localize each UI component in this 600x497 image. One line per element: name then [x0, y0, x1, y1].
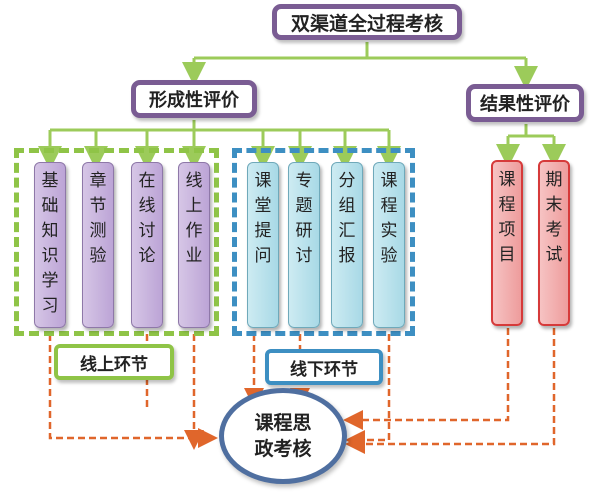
char: 验 [89, 246, 107, 266]
char: 基 [41, 171, 59, 191]
char: 论 [138, 246, 156, 266]
char: 识 [41, 246, 59, 266]
offline-item-class-questions: 课 堂 提 问 [247, 162, 279, 328]
char: 上 [185, 196, 203, 216]
char: 目 [498, 245, 516, 265]
char: 习 [41, 296, 59, 316]
char: 汇 [338, 221, 356, 241]
offline-group-frame [232, 148, 415, 336]
char: 程 [498, 195, 516, 215]
top-title: 双渠道全过程考核 [290, 12, 443, 35]
char: 项 [498, 220, 516, 240]
online-item-discussion: 在 线 讨 论 [131, 162, 163, 328]
offline-item-seminar: 专 题 研 讨 [288, 162, 320, 328]
char: 程 [380, 196, 398, 216]
char: 提 [254, 221, 272, 241]
char: 讨 [295, 246, 313, 266]
formative-evaluation-box: 形成性评价 [131, 80, 257, 118]
summative-evaluation-box: 结果性评价 [466, 84, 584, 122]
char: 堂 [254, 196, 272, 216]
char: 报 [338, 246, 356, 266]
char: 章 [89, 171, 107, 191]
online-group-frame [14, 148, 219, 336]
char: 分 [338, 171, 356, 191]
char: 课 [380, 171, 398, 191]
char: 业 [185, 246, 203, 266]
char: 考 [545, 220, 563, 240]
char: 知 [41, 221, 59, 241]
char: 讨 [138, 221, 156, 241]
online-item-basic-knowledge: 基 础 知 识 学 习 [34, 162, 66, 328]
char: 学 [41, 271, 59, 291]
offline-phase-label-box: 线下环节 [265, 349, 383, 385]
char: 节 [89, 196, 107, 216]
char: 课 [498, 170, 516, 190]
final-line-1: 课程思 [254, 412, 312, 434]
online-phase-label: 线上环节 [80, 354, 148, 375]
offline-item-course-experiment: 课 程 实 验 [373, 162, 405, 328]
char: 研 [295, 221, 313, 241]
char: 在 [138, 171, 156, 191]
online-item-homework: 线 上 作 业 [178, 162, 210, 328]
char: 测 [89, 221, 107, 241]
formative-label: 形成性评价 [149, 90, 239, 111]
char: 末 [545, 195, 563, 215]
char: 组 [338, 196, 356, 216]
online-item-chapter-quiz: 章 节 测 验 [82, 162, 114, 328]
char: 题 [295, 196, 313, 216]
char: 线 [185, 171, 203, 191]
char: 线 [138, 196, 156, 216]
offline-item-group-report: 分 组 汇 报 [331, 162, 363, 328]
char: 问 [254, 246, 272, 266]
char: 试 [545, 245, 563, 265]
top-title-box: 双渠道全过程考核 [272, 4, 462, 40]
summative-item-final-exam: 期 末 考 试 [538, 160, 570, 326]
ideological-assessment-ellipse: 课程思 政考核 [219, 388, 347, 484]
offline-phase-label: 线下环节 [290, 359, 358, 380]
char: 验 [380, 246, 398, 266]
summative-item-course-project: 课 程 项 目 [491, 160, 523, 326]
char: 课 [254, 171, 272, 191]
char: 作 [185, 221, 203, 241]
final-line-2: 政考核 [254, 438, 312, 460]
char: 专 [295, 171, 313, 191]
char: 础 [41, 196, 59, 216]
char: 实 [380, 221, 398, 241]
online-phase-label-box: 线上环节 [54, 344, 174, 380]
char: 期 [545, 170, 563, 190]
summative-label: 结果性评价 [480, 94, 570, 115]
